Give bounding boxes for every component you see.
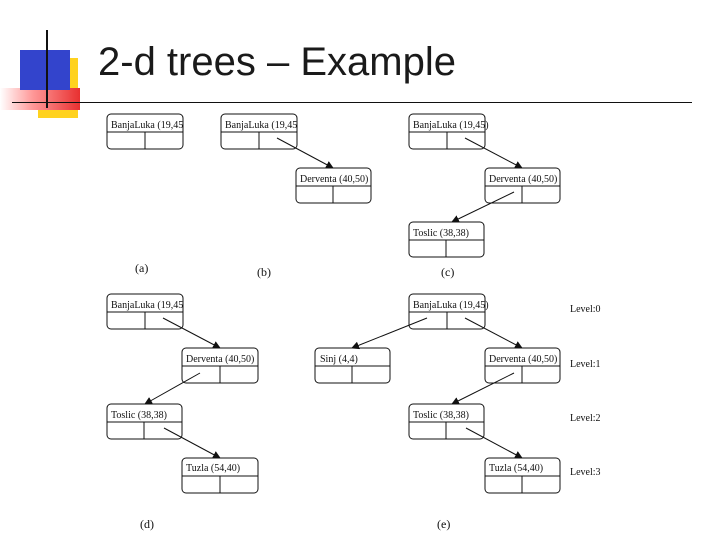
node-d-derventa: Derventa (40,50) xyxy=(181,347,259,384)
node-label: Derventa (40,50) xyxy=(300,174,368,185)
node-label: BanjaLuka (19,45 xyxy=(111,300,183,311)
edge-d-toslic-tuzla xyxy=(163,427,221,459)
node-label: BanjaLuka (19,45) xyxy=(413,120,489,131)
level-label: Level:3 xyxy=(570,467,601,478)
caption-c: (c) xyxy=(441,265,454,279)
caption-b: (b) xyxy=(257,265,271,279)
node-e-sinj: Sinj (4,4) xyxy=(314,347,391,384)
node-c-root: BanjaLuka (19,45) xyxy=(408,113,489,150)
node-label: BanjaLuka (19,45 xyxy=(225,120,297,131)
node-label: Toslic (38,38) xyxy=(111,410,167,421)
node-e-tuzla: Tuzla (54,40) xyxy=(484,457,561,494)
level-label: Level:1 xyxy=(570,359,601,370)
node-label: Derventa (40,50) xyxy=(489,354,557,365)
node-label: Tuzla (54,40) xyxy=(186,463,240,474)
node-c-derventa: Derventa (40,50) xyxy=(484,167,561,204)
edge-c-derventa-toslic xyxy=(451,191,515,223)
deco-horizontal-line xyxy=(12,102,692,103)
node-label: Tuzla (54,40) xyxy=(489,463,543,474)
node-d-toslic: Toslic (38,38) xyxy=(106,403,183,440)
node-label: Toslic (38,38) xyxy=(413,228,469,239)
edge-d-root-derventa xyxy=(162,317,221,349)
caption-a: (a) xyxy=(135,261,148,275)
slide-title: 2-d trees – Example xyxy=(98,40,456,84)
node-b-root: BanjaLuka (19,45 xyxy=(220,113,298,150)
node-label: Toslic (38,38) xyxy=(413,410,469,421)
deco-blue-square xyxy=(20,50,70,90)
node-e-root: BanjaLuka (19,45) xyxy=(408,293,489,330)
caption-e: (e) xyxy=(437,517,450,531)
deco-red-gradient xyxy=(0,88,80,110)
node-d-tuzla: Tuzla (54,40) xyxy=(181,457,259,494)
edge-e-derventa-toslic xyxy=(451,372,515,405)
level-label: Level:0 xyxy=(570,304,601,315)
node-label: Derventa (40,50) xyxy=(489,174,557,185)
caption-d: (d) xyxy=(140,517,154,531)
node-e-toslic: Toslic (38,38) xyxy=(408,403,485,440)
node-a-root: BanjaLuka (19,45 xyxy=(106,113,184,150)
deco-vertical-line xyxy=(46,30,48,108)
edge-b-root-derventa xyxy=(276,137,334,169)
edge-d-derventa-toslic xyxy=(144,372,201,405)
edge-e-root-derventa xyxy=(464,317,523,349)
edge-e-toslic-tuzla xyxy=(465,427,523,459)
edge-c-root-derventa xyxy=(464,137,523,169)
node-label: BanjaLuka (19,45) xyxy=(413,300,489,311)
node-label: Sinj (4,4) xyxy=(320,354,358,365)
node-label: BanjaLuka (19,45 xyxy=(111,120,183,131)
node-d-root: BanjaLuka (19,45 xyxy=(106,293,184,330)
node-b-derventa: Derventa (40,50) xyxy=(295,167,372,204)
node-e-derventa: Derventa (40,50) xyxy=(484,347,561,384)
node-c-toslic: Toslic (38,38) xyxy=(408,221,485,258)
edge-e-root-sinj xyxy=(351,317,428,350)
level-label: Level:2 xyxy=(570,413,601,424)
node-label: Derventa (40,50) xyxy=(186,354,254,365)
